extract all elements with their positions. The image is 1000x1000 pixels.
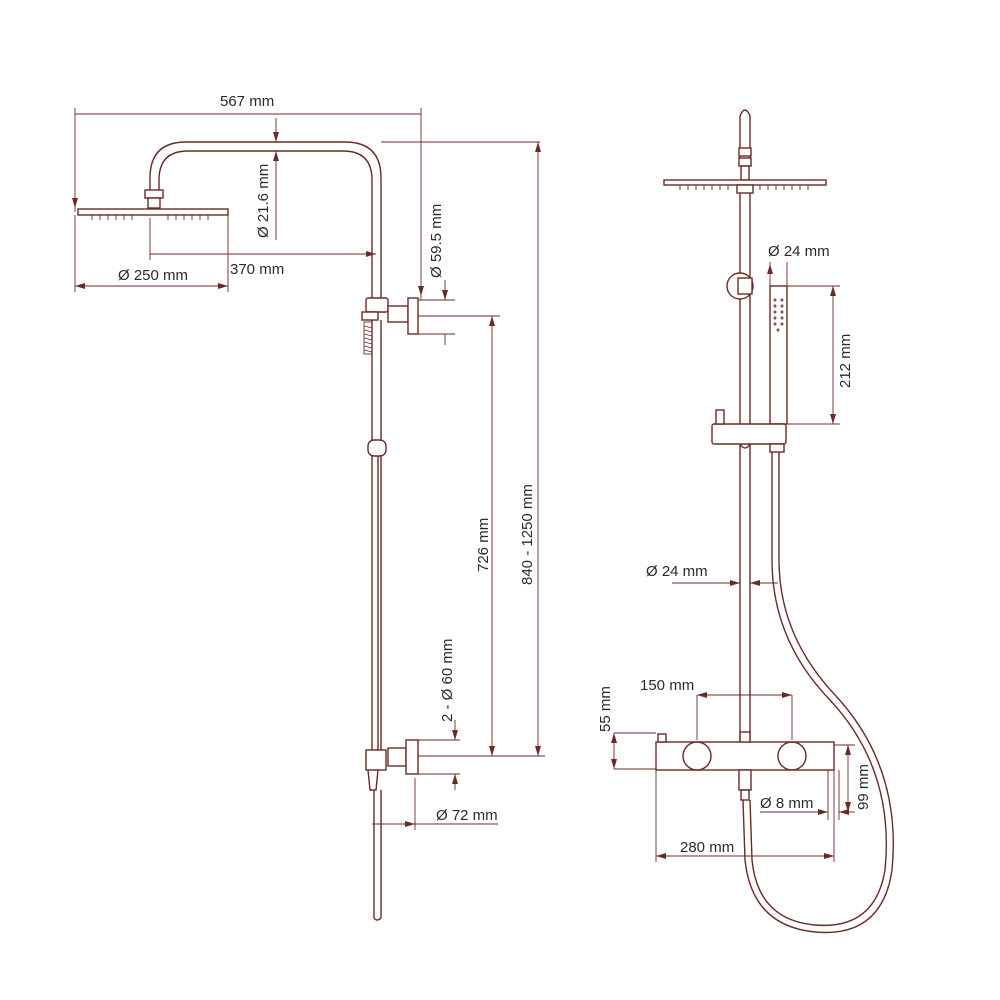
label-outlet-diameter: Ø 8 mm: [760, 795, 813, 812]
label-mixer-width: 280 mm: [680, 839, 734, 856]
label-rail-diameter: Ø 24 mm: [646, 563, 708, 580]
right-view: Ø 24 mm 212 mm: [597, 109, 895, 934]
shower-head-nozzles: [91, 215, 209, 220]
label-mixer-height: 55 mm: [597, 686, 614, 732]
label-mixer-depth: 99 mm: [855, 764, 872, 810]
label-bracket-diameter: 2 - Ø 60 mm: [439, 639, 456, 722]
label-mount-distance: 726 mm: [475, 518, 492, 572]
label-flange-diameter: Ø 59.5 mm: [428, 204, 445, 278]
label-total-width: 567 mm: [220, 93, 274, 110]
label-height-range: 840 - 1250 mm: [519, 484, 536, 585]
label-hand-shower-length: 212 mm: [837, 334, 854, 388]
rain-head-nozzles-front: [679, 185, 809, 190]
label-hand-shower-diameter: Ø 24 mm: [768, 243, 830, 260]
label-pipe-diameter: Ø 21.6 mm: [255, 164, 272, 238]
label-mixer-center: 150 mm: [640, 677, 694, 694]
left-view: 567 mm Ø 21.6 mm: [72, 93, 545, 921]
hand-shower-nozzles: [773, 298, 784, 332]
label-offset: Ø 72 mm: [436, 807, 498, 824]
label-arm-length: 370 mm: [230, 261, 284, 278]
label-head-diameter: Ø 250 mm: [118, 267, 188, 284]
hose-spring: [363, 321, 373, 355]
